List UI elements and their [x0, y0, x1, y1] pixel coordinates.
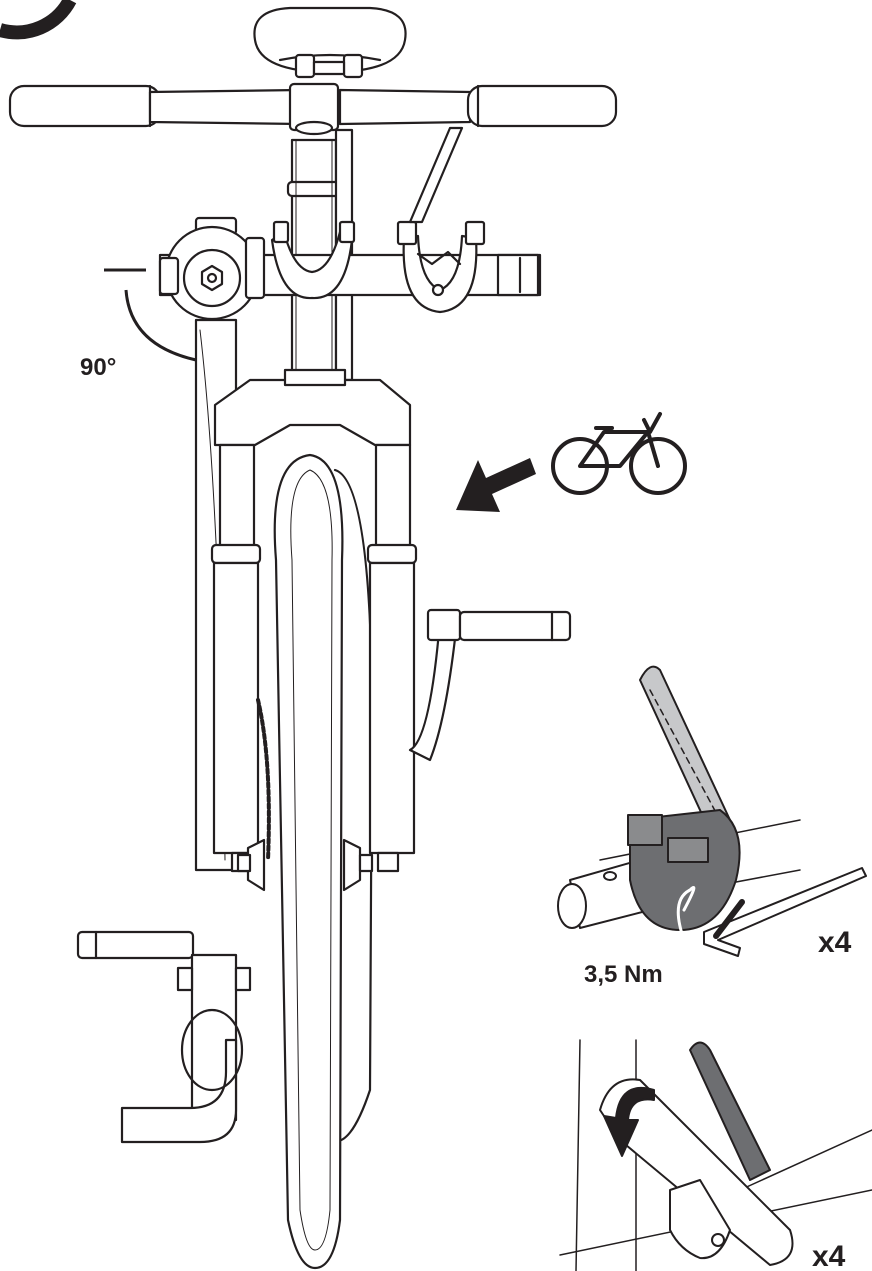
strap-grey — [639, 665, 731, 837]
fork-right-leg — [366, 443, 418, 873]
fork-crown — [213, 378, 412, 447]
chainring — [256, 698, 271, 862]
bicycle-front-view — [8, 6, 618, 1270]
angle-indicator — [104, 268, 197, 362]
rotation-arrow-icon — [603, 1086, 655, 1157]
saddle — [253, 6, 407, 79]
wheel-holder-right — [396, 126, 486, 314]
right-pedal — [408, 608, 572, 762]
strap-grey-folded — [689, 1041, 771, 1181]
angle-label: 90° — [80, 354, 116, 381]
count-label-bottom: x4 — [812, 1240, 846, 1271]
rack-clamp-knob — [158, 216, 266, 321]
curved-arrow-icon — [676, 886, 696, 942]
torque-label: 3,5 Nm — [584, 961, 663, 988]
handlebar — [8, 82, 618, 136]
count-label-top: x4 — [818, 926, 852, 959]
step-number-badge — [0, 0, 77, 40]
fork-left-leg — [210, 443, 262, 873]
front-hub — [236, 838, 374, 892]
left-pedal — [76, 930, 252, 1144]
rack-tube-detail — [599, 1078, 794, 1266]
arrow-icon — [456, 458, 536, 512]
detail-tightening — [557, 665, 867, 957]
detail-folding — [559, 1039, 872, 1271]
allen-key-icon — [703, 867, 867, 957]
wheel-holder-left — [270, 220, 356, 300]
bicycle-icon — [551, 412, 687, 495]
front-wheel — [273, 453, 344, 1270]
